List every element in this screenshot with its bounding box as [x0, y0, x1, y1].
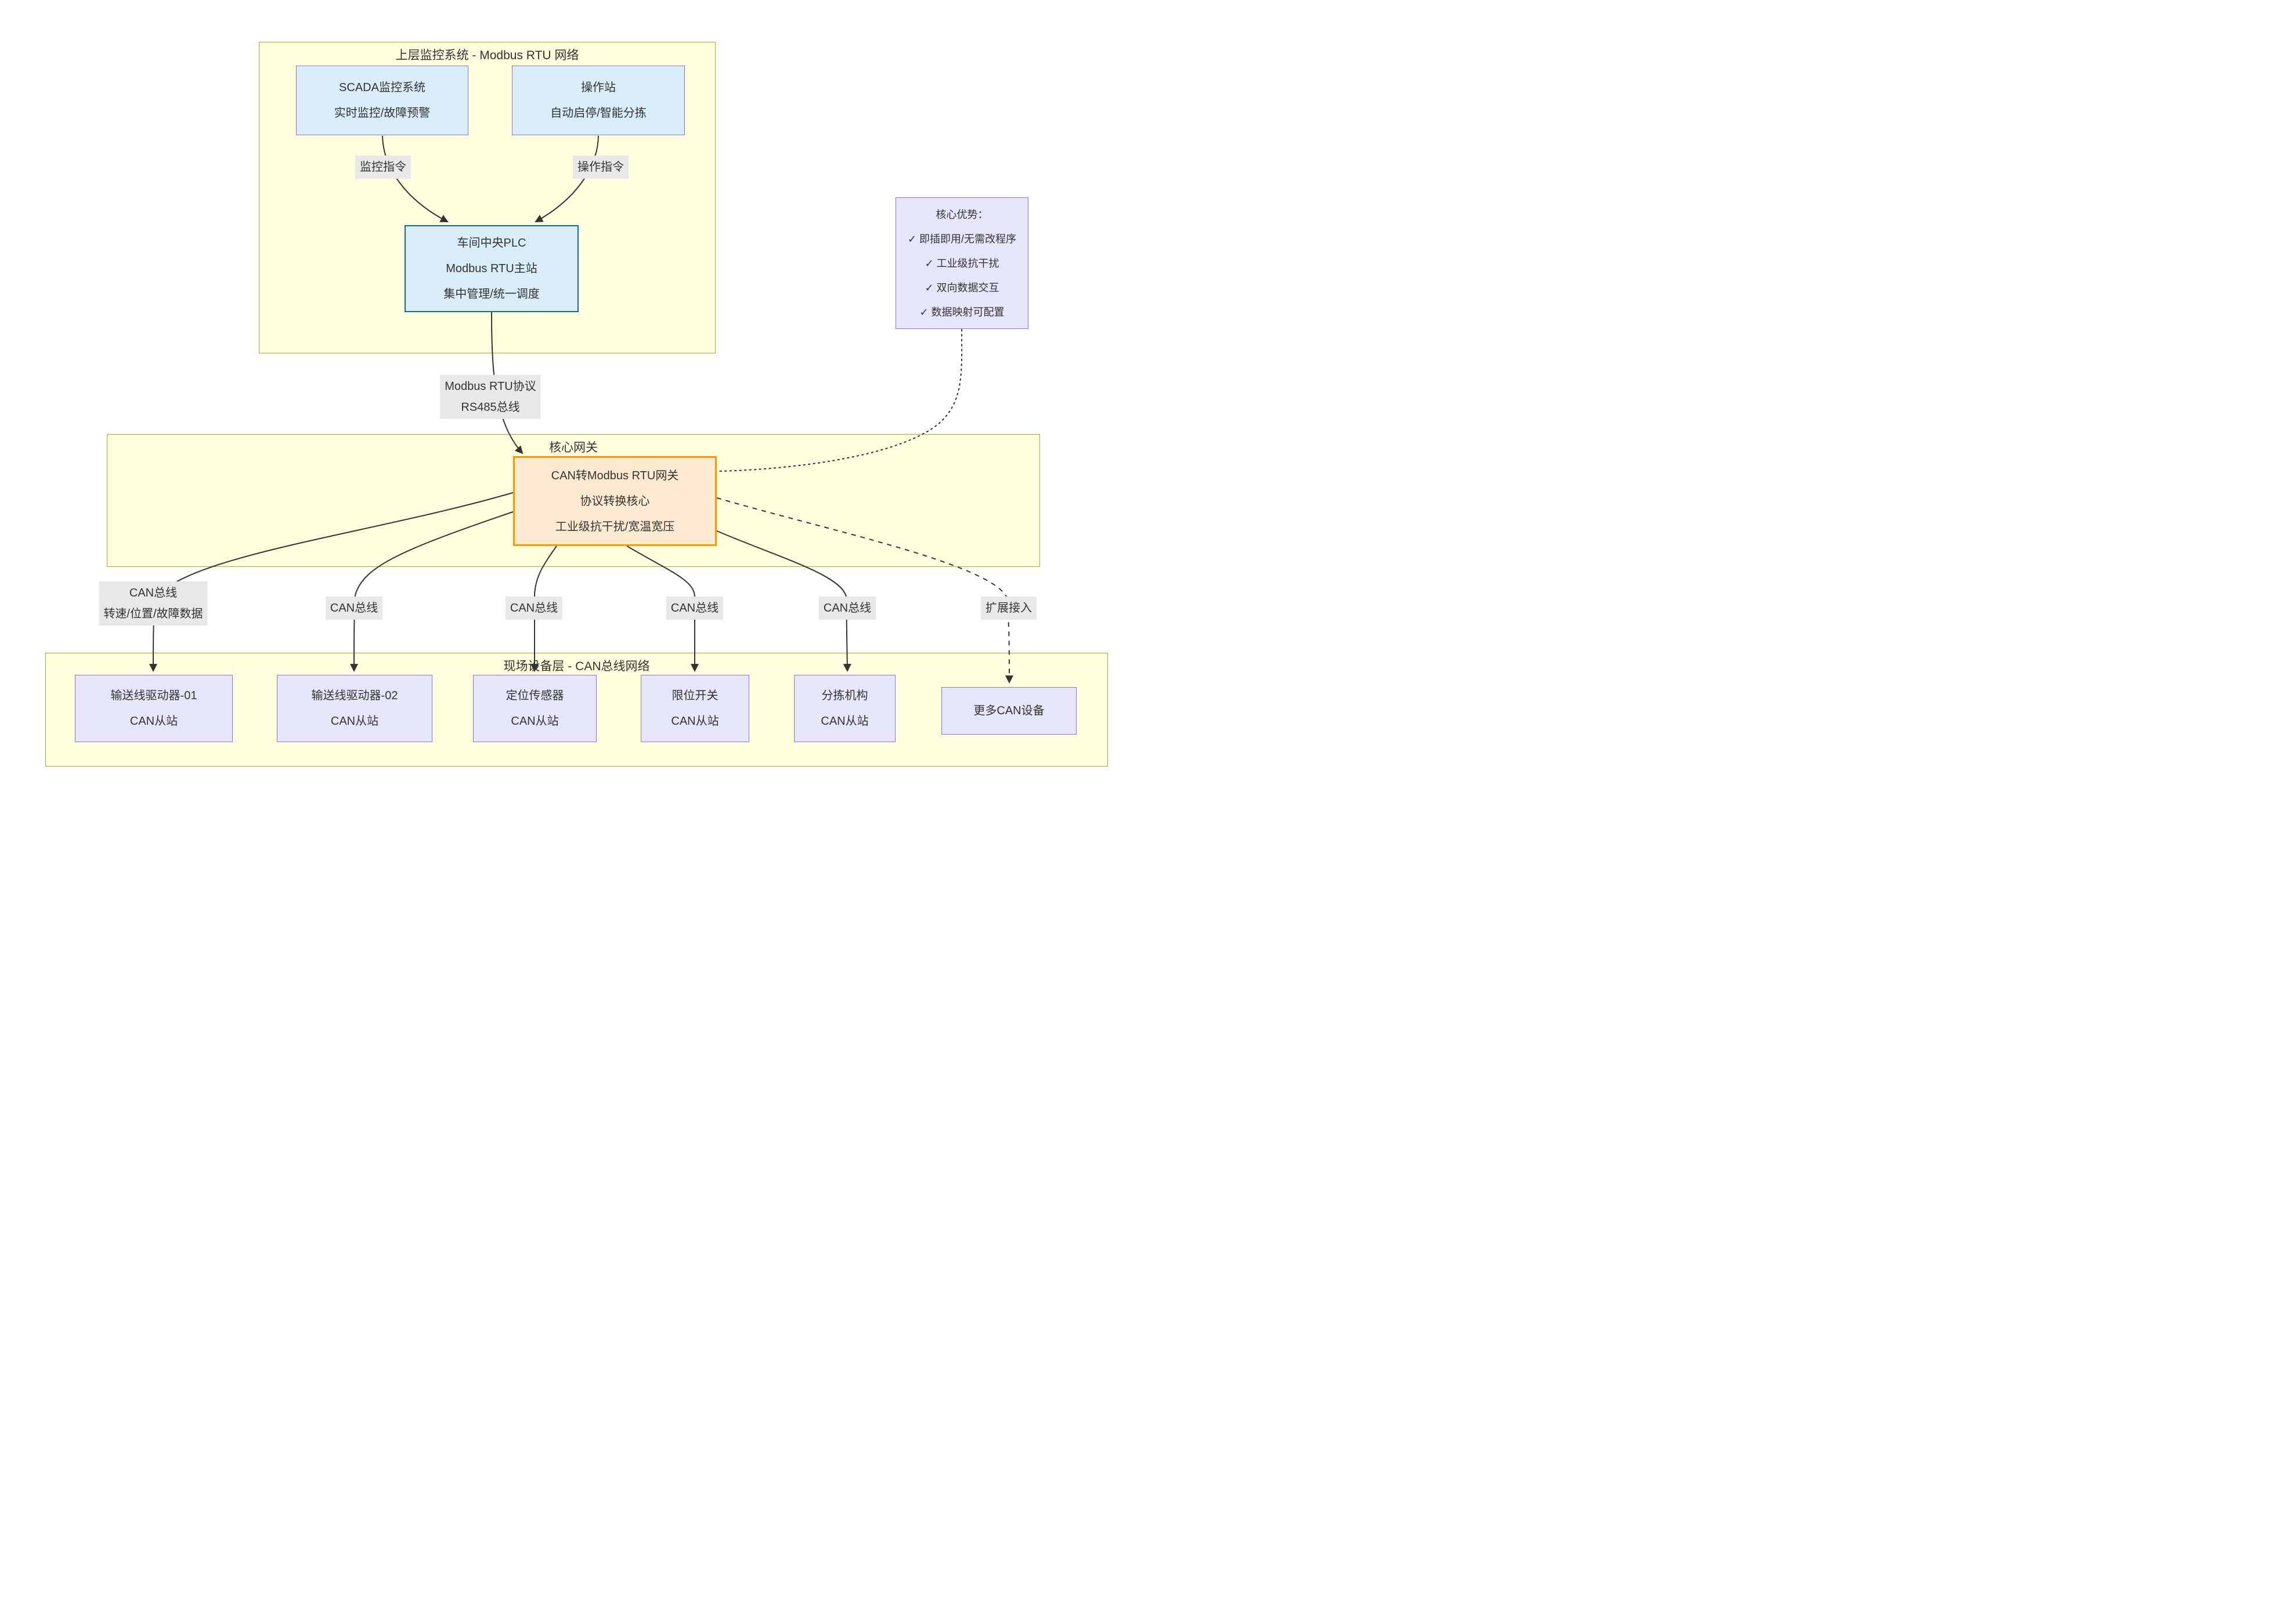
node-driver01: 输送线驱动器-01 CAN从站	[75, 675, 233, 742]
edge-label-can4: CAN总线	[666, 596, 724, 620]
advantages-item-1: ✓ 即插即用/无需改程序	[907, 233, 1017, 245]
node-scada-line1: SCADA监控系统	[339, 81, 425, 94]
node-limit-switch: 限位开关 CAN从站	[641, 675, 749, 742]
cluster-upper-title: 上层监控系统 - Modbus RTU 网络	[259, 45, 715, 66]
node-scada-line2: 实时监控/故障预警	[334, 107, 431, 120]
node-scada: SCADA监控系统 实时监控/故障预警	[296, 66, 468, 135]
advantages-title: 核心优势：	[936, 208, 988, 220]
node-driver02-line1: 输送线驱动器-02	[311, 689, 398, 702]
edge-label-can2: CAN总线	[325, 596, 383, 620]
cluster-gateway-title: 核心网关	[549, 441, 598, 454]
node-limit-switch-line2: CAN从站	[671, 715, 719, 728]
node-sorter-line1: 分拣机构	[821, 689, 868, 702]
edge-label-monitor-cmd: 监控指令	[355, 156, 411, 179]
node-operator-line1: 操作站	[581, 81, 616, 94]
edge-label-can1-line1: CAN总线	[129, 587, 178, 599]
node-position-sensor-line1: 定位传感器	[506, 689, 564, 702]
node-operator-station: 操作站 自动启停/智能分拣	[512, 66, 685, 135]
node-more-can-devices-line1: 更多CAN设备	[973, 704, 1045, 717]
cluster-upper-title-line1: 上层监控系统 - Modbus RTU	[395, 49, 551, 62]
advantages-item-4: ✓ 数据映射可配置	[919, 306, 1005, 318]
node-plc: 车间中央PLC Modbus RTU主站 集中管理/统一调度	[405, 225, 579, 312]
edge-label-can5: CAN总线	[818, 596, 876, 620]
node-gateway-line1: CAN转Modbus RTU网关	[551, 469, 679, 482]
node-sorter: 分拣机构 CAN从站	[794, 675, 896, 742]
node-operator-line2: 自动启停/智能分拣	[550, 107, 647, 120]
edge-label-expand: 扩展接入	[981, 596, 1037, 620]
advantages-item-2: ✓ 工业级抗干扰	[925, 257, 999, 269]
node-plc-line1: 车间中央PLC	[457, 237, 526, 250]
advantages-item-3: ✓ 双向数据交互	[925, 281, 999, 294]
node-limit-switch-line1: 限位开关	[672, 689, 719, 702]
node-gateway: CAN转Modbus RTU网关 协议转换核心 工业级抗干扰/宽温宽压	[513, 456, 717, 546]
node-driver01-line2: CAN从站	[129, 715, 178, 728]
node-driver02-line2: CAN从站	[330, 715, 379, 728]
node-plc-line2: Modbus RTU主站	[446, 262, 537, 275]
edge-label-modbus-line2: RS485总线	[461, 401, 520, 414]
node-more-can-devices: 更多CAN设备	[941, 687, 1077, 735]
node-sorter-line2: CAN从站	[821, 715, 869, 728]
edge-label-modbus-line1: Modbus RTU协议	[445, 380, 536, 393]
node-driver01-line1: 输送线驱动器-01	[110, 689, 197, 702]
edge-label-operate-cmd: 操作指令	[573, 156, 629, 179]
edge-label-modbus: Modbus RTU协议 RS485总线	[440, 375, 541, 419]
node-position-sensor: 定位传感器 CAN从站	[473, 675, 597, 742]
node-position-sensor-line2: CAN从站	[511, 715, 559, 728]
edge-label-can1-line2: 转速/位置/故障数据	[103, 608, 203, 620]
cluster-field-title: 现场设备层 - CAN总线网络	[503, 660, 650, 673]
node-advantages: 核心优势： ✓ 即插即用/无需改程序 ✓ 工业级抗干扰 ✓ 双向数据交互 ✓ 数…	[896, 197, 1028, 329]
node-gateway-line3: 工业级抗干扰/宽温宽压	[555, 520, 675, 533]
edge-label-can3: CAN总线	[505, 596, 563, 620]
mermaid-diagram: 上层监控系统 - Modbus RTU 网络 核心网关 现场设备层 - CAN总…	[0, 0, 1148, 808]
edge-label-can1: CAN总线 转速/位置/故障数据	[99, 581, 208, 626]
node-driver02: 输送线驱动器-02 CAN从站	[277, 675, 432, 742]
cluster-upper-title-line2: 网络	[554, 49, 579, 62]
node-plc-line3: 集中管理/统一调度	[443, 288, 540, 301]
node-gateway-line2: 协议转换核心	[580, 494, 650, 508]
